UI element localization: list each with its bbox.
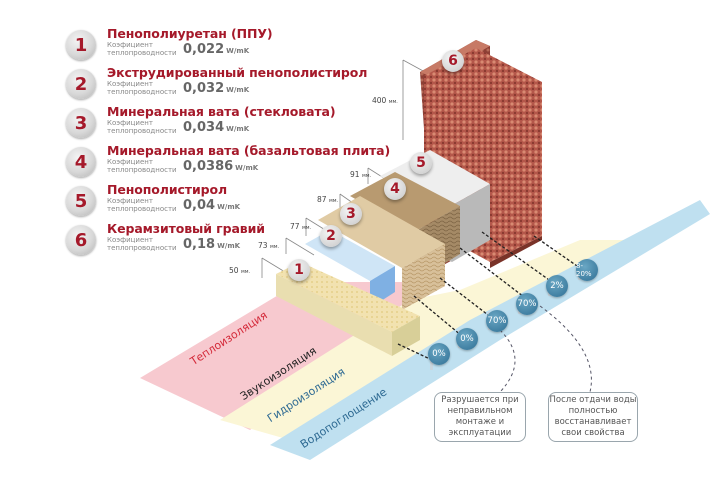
note-box-restores: После отдачи воды полностью восстанавлив… xyxy=(548,392,638,442)
legend-item: 3 Минеральная вата (стекловата) Коэфицие… xyxy=(66,104,366,143)
water-absorption-1: 0% xyxy=(428,343,450,365)
number-badge: 2 xyxy=(66,69,96,99)
block-4-basalt-wool xyxy=(350,172,460,232)
block-badge-5: 5 xyxy=(410,152,432,174)
water-absorption-3: 70% xyxy=(486,310,508,332)
dimension-lines xyxy=(261,59,426,278)
legend-item: 4 Минеральная вата (базальтовая плита) К… xyxy=(66,143,390,182)
thickness-label-4: 87 мм. xyxy=(317,195,339,204)
number-badge: 6 xyxy=(66,225,96,255)
material-name: Экструдированный пенополистирол xyxy=(107,65,368,80)
water-absorption-5: 2% xyxy=(546,275,568,297)
number-badge: 4 xyxy=(66,147,96,177)
number-badge: 1 xyxy=(66,30,96,60)
material-name: Минеральная вата (базальтовая плита) xyxy=(107,143,391,158)
block-badge-2: 2 xyxy=(320,225,342,247)
water-absorption-2: 0% xyxy=(456,328,478,350)
water-absorption-4: 70% xyxy=(516,293,538,315)
water-absorption-6: 8-20% xyxy=(576,259,598,281)
block-badge-4: 4 xyxy=(384,178,406,200)
block-1-ppu xyxy=(276,262,420,332)
number-badge: 5 xyxy=(66,186,96,216)
block-badge-3: 3 xyxy=(340,203,362,225)
thickness-label-6: 400 мм. xyxy=(372,96,398,105)
material-name: Керамзитовый гравий xyxy=(107,221,265,236)
material-name: Минеральная вата (стекловата) xyxy=(107,104,336,119)
note-box-destroyed: Разрушается при неправильном монтаже и э… xyxy=(434,392,526,442)
leader-lines xyxy=(397,231,581,361)
thickness-label-1: 50 мм. xyxy=(229,266,251,275)
block-badge-6: 6 xyxy=(442,50,464,72)
note-connectors xyxy=(499,305,592,393)
block-badge-1: 1 xyxy=(288,259,310,281)
thickness-label-5: 91 мм. xyxy=(350,170,372,179)
block-5-polystyrene xyxy=(380,150,490,212)
thickness-label-2: 73 мм. xyxy=(258,241,280,250)
legend-item: 2 Экструдированный пенополистирол Коэфиц… xyxy=(66,65,368,104)
number-badge: 3 xyxy=(66,108,96,138)
thickness-label-3: 77 мм. xyxy=(290,222,312,231)
material-name: Пенополиуретан (ППУ) xyxy=(107,26,273,41)
material-name: Пенополистирол xyxy=(107,182,228,197)
